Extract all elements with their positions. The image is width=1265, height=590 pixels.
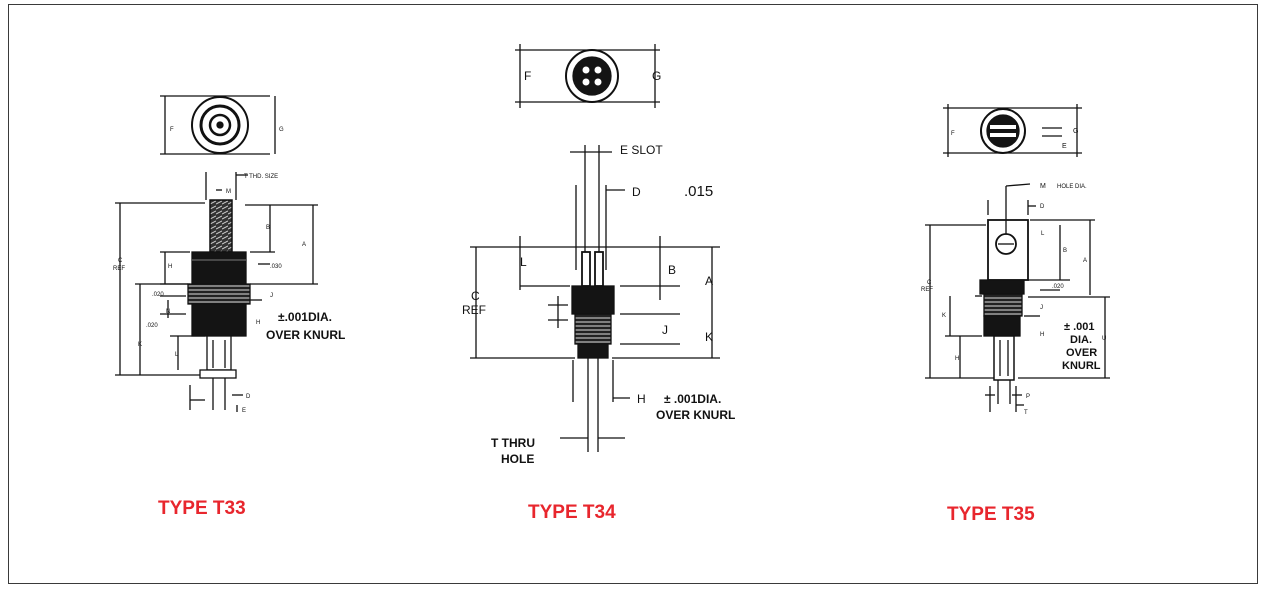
t35-lug <box>987 219 1029 281</box>
t35-label-j: J <box>1040 305 1043 311</box>
t35-label-g: G <box>1073 128 1078 135</box>
t35-label-c: C <box>927 280 932 286</box>
t35-knurl-note-4: KNURL <box>1062 360 1101 372</box>
t34-label-j: J <box>662 323 668 337</box>
t33-label-h2: H <box>256 320 260 326</box>
t33-threaded-stud <box>209 199 233 253</box>
t35-drawing <box>925 104 1110 412</box>
t35-knurl-note-1: ± .001 <box>1064 321 1095 333</box>
type-t33-title: TYPE T33 <box>158 498 246 519</box>
t34-label-k: K <box>705 330 713 344</box>
t33-hex-body <box>191 251 247 285</box>
t33-knurl-note-1: ±.001DIA. <box>278 310 332 324</box>
t34-label-015: .015 <box>684 183 713 200</box>
t35-top-view <box>943 104 1082 157</box>
t34-drawing <box>470 44 720 452</box>
t34-knurl-note-2: OVER KNURL <box>656 408 735 422</box>
t33-label-n: N <box>166 309 170 315</box>
t35-hex-body <box>979 279 1025 295</box>
t33-label-020b: .020 <box>146 323 158 329</box>
t34-thru-note-2: HOLE <box>501 452 534 466</box>
t34-thru-note-1: T THRU <box>491 436 535 450</box>
t34-label-h: H <box>637 392 646 406</box>
t33-label-l: L <box>175 352 179 358</box>
t34-label-c: C <box>471 289 480 303</box>
t33-label-d: D <box>246 394 251 400</box>
t33-label-ref: REF <box>113 266 125 272</box>
t35-labels: F G E M HOLE DIA. D C REF L B A .020 K J… <box>921 128 1106 416</box>
t35-knurl-note-3: OVER <box>1066 347 1097 359</box>
t34-hex-body <box>571 285 615 315</box>
t35-knurl-note-2: DIA. <box>1070 334 1092 346</box>
t34-knurl-note-1: ± .001DIA. <box>664 392 721 406</box>
type-t34-title: TYPE T34 <box>528 502 616 523</box>
t35-label-k: K <box>942 313 946 319</box>
t35-label-l: L <box>1041 231 1045 237</box>
t33-label-m: M <box>226 189 231 195</box>
t35-label-t: T <box>1024 410 1028 416</box>
t34-label-e-slot: E SLOT <box>620 143 663 157</box>
t34-label-l: L <box>520 255 527 269</box>
t33-label-020a: .020 <box>152 292 164 298</box>
t33-knurl-note-2: OVER KNURL <box>266 328 345 342</box>
type-t35-title: TYPE T35 <box>947 504 1035 525</box>
t35-label-h: H <box>1040 332 1044 338</box>
t34-labels: F G E SLOT D .015 C REF L B A J K H ± .0… <box>462 69 735 466</box>
t35-label-a: A <box>1083 258 1087 264</box>
t35-label-d: D <box>1040 204 1045 210</box>
t35-label-u: U <box>1102 336 1106 342</box>
t33-label-g: G <box>279 127 284 133</box>
t33-label-030: .030 <box>270 264 282 270</box>
t33-drawing <box>115 95 318 412</box>
t34-label-ref: REF <box>462 303 486 317</box>
t33-label-e: E <box>242 408 246 414</box>
t33-label-k: K <box>138 342 142 348</box>
t35-label-p: P <box>1026 394 1030 400</box>
t35-label-ref: REF <box>921 287 933 293</box>
t33-label-j: J <box>270 293 273 299</box>
t35-label-f: F <box>951 131 955 137</box>
t33-label-f: F <box>170 127 174 133</box>
t33-top-view <box>160 95 276 155</box>
t34-top-view <box>515 44 660 108</box>
t33-label-a: A <box>302 242 306 248</box>
t34-label-g: G <box>652 69 661 83</box>
t35-label-e: E <box>1062 143 1067 150</box>
t33-label-h: H <box>168 264 172 270</box>
t35-knurl <box>983 293 1023 317</box>
t33-labels: F G T THD. SIZE M C REF B A .030 H J .02… <box>113 127 345 414</box>
t34-label-a: A <box>705 274 713 288</box>
t35-label-020: .020 <box>1052 284 1064 290</box>
t33-label-c: C <box>118 258 123 264</box>
t33-knurl <box>187 283 251 305</box>
t34-label-b: B <box>668 263 676 277</box>
t33-label-t-thd: T THD. SIZE <box>244 174 278 180</box>
t35-label-h2: H <box>955 356 959 362</box>
t35-label-m: M <box>1040 183 1046 190</box>
t35-label-hole-dia: HOLE DIA. <box>1057 184 1087 190</box>
t34-label-d: D <box>632 185 641 199</box>
t33-label-b: B <box>266 225 270 231</box>
t35-label-b: B <box>1063 248 1067 254</box>
t34-label-f: F <box>524 69 531 83</box>
t34-knurl <box>574 313 612 345</box>
